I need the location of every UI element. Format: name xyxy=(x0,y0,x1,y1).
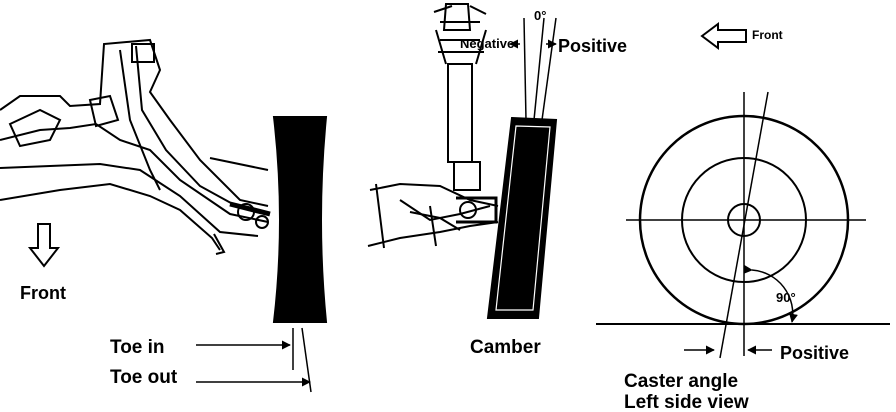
tire-top-view xyxy=(272,116,328,323)
caster-angle-label: 90° xyxy=(776,290,796,305)
front-suspension-top-view xyxy=(0,38,271,255)
angle-arc xyxy=(743,264,798,323)
tire-front-view xyxy=(486,116,558,319)
camber-panel: 0° Negative Positive Camber xyxy=(367,3,627,358)
toe-in-label: Toe in xyxy=(110,337,165,358)
camber-title: Camber xyxy=(470,337,541,358)
caster-positive-label: Positive xyxy=(780,343,849,363)
front-label: Front xyxy=(20,283,66,303)
caster-title-line2: Left side view xyxy=(624,392,749,412)
strut-front-view xyxy=(367,3,499,249)
front-arrow-left-icon xyxy=(700,22,747,50)
camber-negative-label: Negative xyxy=(460,36,514,51)
camber-zero-label: 0° xyxy=(534,8,546,23)
caster-title-line1: Caster angle xyxy=(624,371,738,392)
caster-panel: Front 90° Positive Caster angle Left sid… xyxy=(596,22,890,412)
camber-positive-label: Positive xyxy=(558,36,627,56)
steering-axis-line xyxy=(719,91,769,359)
wheel-side-view xyxy=(626,114,866,326)
caster-front-label: Front xyxy=(752,28,783,42)
front-arrow-down-icon xyxy=(27,223,61,268)
toe-panel: Front Toe in Toe out xyxy=(0,38,328,393)
toe-out-label: Toe out xyxy=(110,367,178,388)
camber-vertical-line xyxy=(523,17,527,121)
